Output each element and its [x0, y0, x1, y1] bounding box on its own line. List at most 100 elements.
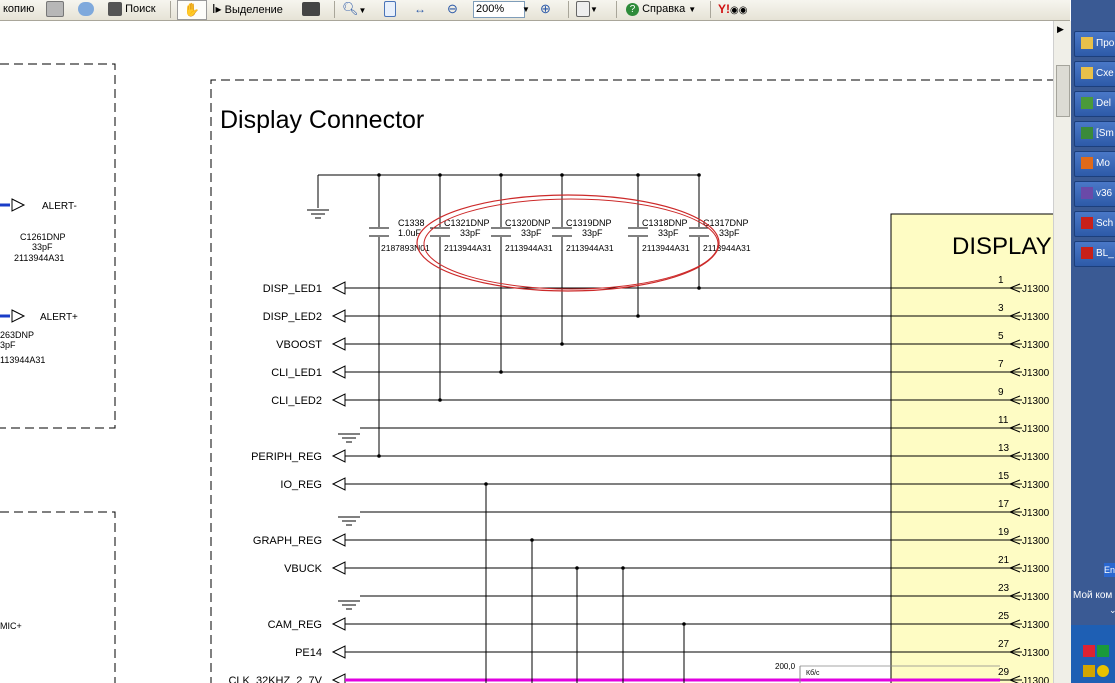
- document-view[interactable]: ALERT- C1261DNP 33pF 2113944A31 ALERT+ 2…: [0, 21, 1053, 683]
- tray-icon[interactable]: [1083, 645, 1095, 657]
- port-arrow: [331, 645, 346, 659]
- zoom-in-button[interactable]: ⊕: [540, 0, 551, 18]
- capacitor-gap: [628, 227, 648, 237]
- cap-part-label: 2113944A31: [444, 243, 492, 253]
- port-arrow: [331, 309, 346, 323]
- toolbar-separator: [710, 1, 711, 18]
- schematic-drawing: ALERT- C1261DNP 33pF 2113944A31 ALERT+ 2…: [0, 63, 1053, 683]
- taskbar-item[interactable]: BL_: [1074, 241, 1115, 267]
- port-arrow: [331, 477, 346, 491]
- net-label: DISP_LED2: [263, 311, 322, 323]
- chevron-down-icon[interactable]: ⌄: [1109, 606, 1115, 616]
- alert-minus-label: ALERT-: [42, 201, 77, 212]
- ground-symbol: [338, 600, 360, 610]
- cap-part-label: 2113944A31: [642, 243, 690, 253]
- zoom-out-button[interactable]: ⊖: [447, 0, 458, 18]
- capacitor-gap: [491, 227, 511, 237]
- cap-value-label: 33pF: [658, 228, 679, 238]
- app-icon: [1081, 127, 1093, 140]
- snapshot-button[interactable]: [302, 0, 320, 18]
- pin-arrow: [1008, 451, 1021, 461]
- net-label: VBUCK: [284, 563, 323, 575]
- capacitor-gap: [689, 227, 709, 237]
- junction-dot: [636, 173, 640, 177]
- save-copy-button[interactable]: копию: [3, 3, 35, 15]
- email-button[interactable]: [78, 0, 94, 18]
- yahoo-button[interactable]: Y!◉◉: [718, 0, 747, 18]
- net-label: PERIPH_REG: [251, 451, 322, 463]
- dropdown-arrow-icon: ▼: [522, 5, 530, 14]
- binoculars-icon: [108, 2, 122, 17]
- taskbar-item-label: v36: [1096, 188, 1113, 199]
- pin-ref-label: J1300: [1022, 676, 1050, 683]
- junction-dot: [621, 566, 625, 570]
- fit-page-button[interactable]: [384, 0, 396, 18]
- scroll-up-arrow-icon[interactable]: ▶: [1057, 25, 1064, 35]
- port-arrow: [331, 449, 346, 463]
- app-icon: [1081, 247, 1093, 260]
- pin-arrow: [1008, 283, 1021, 293]
- pin-ref-label: J1300: [1022, 536, 1050, 547]
- taskbar-item[interactable]: Sch: [1074, 211, 1115, 237]
- taskbar-item[interactable]: Про: [1074, 31, 1115, 57]
- tray-icon[interactable]: [1083, 665, 1095, 677]
- toolbar-separator: [170, 1, 171, 18]
- net-label: VBOOST: [276, 339, 322, 351]
- junction-dot: [484, 482, 488, 486]
- pin-arrow: [1008, 423, 1021, 433]
- binoculars-icon: ◉◉: [730, 5, 748, 16]
- scroll-thumb[interactable]: [1056, 65, 1070, 117]
- magnifier-icon: 🔍︎: [342, 1, 359, 16]
- annotation-ellipse: [423, 198, 719, 290]
- taskbar-item-label: Sch: [1096, 218, 1114, 229]
- zoom-dropdown-button[interactable]: ▼: [522, 0, 530, 18]
- print-button[interactable]: [46, 0, 64, 18]
- ground-symbol: [307, 209, 329, 219]
- taskbar-item[interactable]: Del: [1074, 91, 1115, 117]
- pin-number: 15: [998, 471, 1010, 482]
- page-layout-button[interactable]: ▼: [576, 0, 598, 18]
- zoom-tool-button[interactable]: 🔍︎▼: [342, 0, 366, 18]
- taskbar-item[interactable]: Схе: [1074, 61, 1115, 87]
- pin-ref-label: J1300: [1022, 592, 1050, 603]
- capacitor-gap: [430, 227, 450, 237]
- taskbar-item[interactable]: [Sm: [1074, 121, 1115, 147]
- capacitor-gap: [369, 227, 389, 237]
- net-label: CLK_32KHZ_2_7V: [228, 675, 322, 683]
- cap-part-label: 2187893N01: [381, 243, 430, 253]
- hand-tool-button[interactable]: ✋: [177, 0, 207, 20]
- port-arrow: [331, 617, 346, 631]
- display-connector-body: [890, 213, 1053, 683]
- vertical-scrollbar[interactable]: ▶: [1053, 21, 1071, 683]
- display-label: DISPLAY: [952, 233, 1052, 260]
- left-block-frame: [0, 511, 116, 683]
- taskbar-item-label: BL_: [1096, 248, 1114, 259]
- port-arrow: [331, 673, 346, 683]
- fit-width-icon: ↔: [414, 2, 426, 16]
- taskbar-item[interactable]: Mo: [1074, 151, 1115, 177]
- block-title: Display Connector: [220, 106, 424, 134]
- tray-icon[interactable]: [1097, 665, 1109, 677]
- tray-icon[interactable]: [1097, 645, 1109, 657]
- cap-part-label: 2113944A31: [14, 253, 64, 263]
- pin-number: 21: [998, 555, 1010, 566]
- help-icon: ?: [626, 2, 639, 16]
- cap-ref-label: C1320DNP: [505, 218, 551, 228]
- taskbar-item[interactable]: v36: [1074, 181, 1115, 207]
- pin-ref-label: J1300: [1022, 620, 1050, 631]
- ground-symbol: [338, 516, 360, 526]
- select-tool-button[interactable]: Ⅰ▸ Выделение: [212, 2, 283, 16]
- pin-ref-label: J1300: [1022, 340, 1050, 351]
- fit-width-button[interactable]: ↔: [414, 0, 426, 18]
- help-menu-button[interactable]: ? Справка ▼: [626, 0, 696, 18]
- search-button[interactable]: Поиск: [108, 0, 156, 18]
- cap-part-label: 2113944A31: [703, 243, 751, 253]
- net-label: IO_REG: [280, 479, 322, 491]
- language-indicator[interactable]: En: [1104, 563, 1115, 577]
- junction-dot: [697, 173, 701, 177]
- yahoo-icon: Y!: [718, 2, 730, 16]
- pin-ref-label: J1300: [1022, 508, 1050, 519]
- net-label: DISP_LED1: [263, 283, 322, 295]
- my-computer-label[interactable]: Мой ком: [1073, 590, 1113, 601]
- zoom-field[interactable]: 200%: [473, 1, 525, 18]
